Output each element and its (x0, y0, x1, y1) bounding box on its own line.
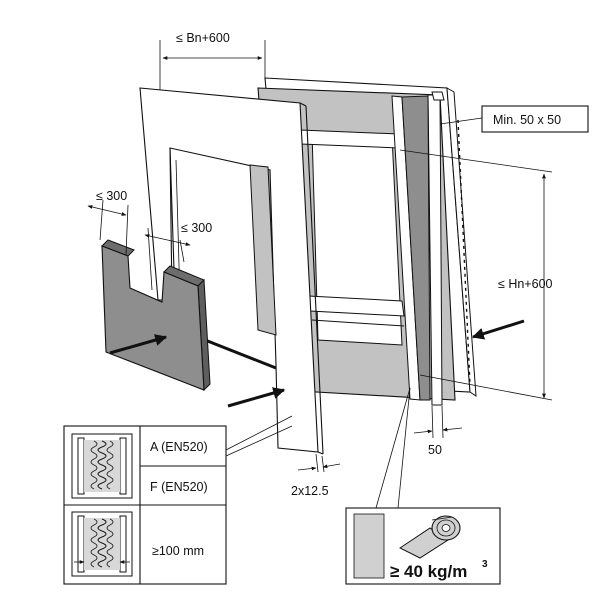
legend-row-f: F (EN520) (150, 480, 208, 494)
height-dimension: ≤ Hn+600 (399, 149, 553, 401)
density-label: ≥ 40 kg/m (390, 562, 467, 581)
legend-leader-2 (225, 425, 293, 457)
frame-width-dimension: 50 (413, 405, 463, 457)
density-exponent: 3 (482, 559, 488, 570)
min-section-callout: Min. 50 x 50 (439, 105, 589, 133)
front-board (139, 87, 324, 455)
opening-width-label: ≤ Bn+600 (176, 31, 230, 45)
opening-height-label: ≤ Hn+600 (498, 277, 553, 291)
legend-row-a: A (EN520) (150, 440, 208, 454)
insulation-leader-2 (397, 387, 411, 509)
insulation-density-box: ≥ 40 kg/m 3 (345, 507, 501, 585)
assembly-arrows (109, 319, 525, 408)
min-section-label: Min. 50 x 50 (493, 113, 561, 127)
insulation-leader-1 (375, 387, 411, 509)
frame-width-label: 50 (428, 443, 442, 457)
legend-leader-1 (225, 415, 293, 451)
wall-section-wide-icon (71, 511, 133, 577)
board-thickness-label: 2x12.5 (291, 484, 329, 498)
offset-right-label: ≤ 300 (181, 221, 212, 235)
width-dimension: ≤ Bn+600 (159, 31, 266, 90)
board-thickness-dimension: 2x12.5 (291, 453, 341, 498)
insulation-roll-icon (399, 515, 461, 559)
legend-table: A (EN520) F (EN520) ≥100 mm (63, 425, 227, 585)
offset-left-label: ≤ 300 (96, 189, 127, 203)
filler-piece (101, 239, 211, 392)
legend-row-thickness: ≥100 mm (152, 544, 204, 558)
offset-dimensions: ≤ 300 ≤ 300 (87, 189, 212, 291)
wall-section-icon (71, 433, 133, 499)
